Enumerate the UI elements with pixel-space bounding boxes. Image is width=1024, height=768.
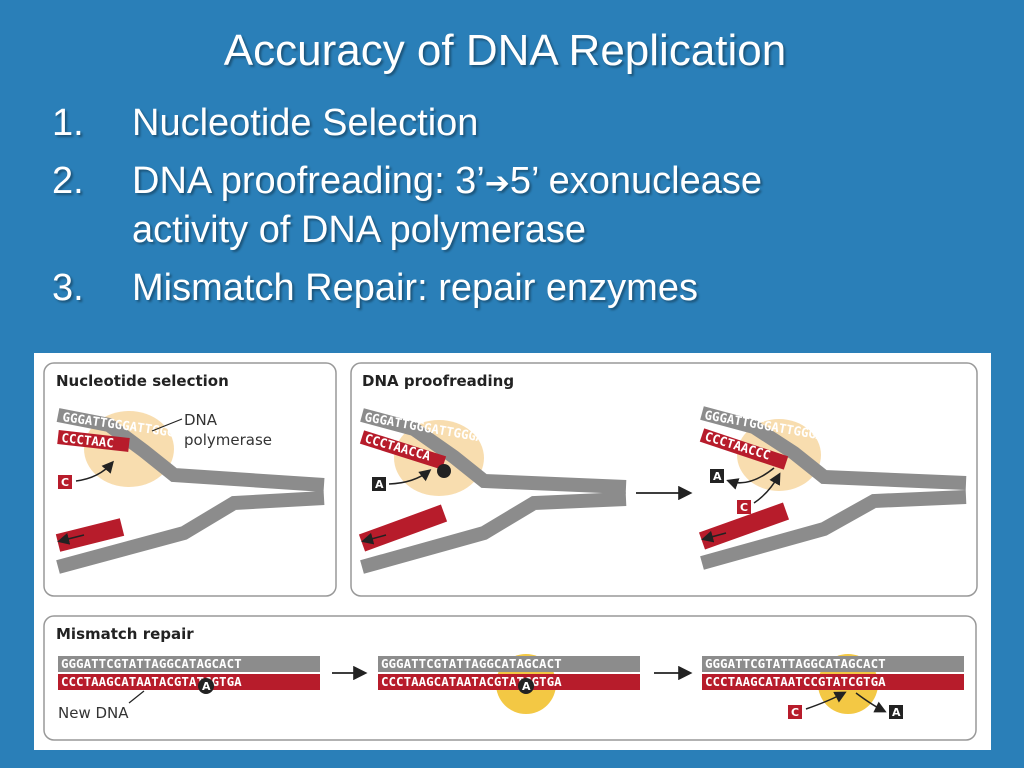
arrow-icon bbox=[753, 472, 781, 504]
arrow-icon bbox=[726, 467, 775, 490]
template-strand-lower bbox=[56, 491, 325, 574]
bullet-text-continuation: activity of DNA polymerase bbox=[132, 209, 587, 251]
bullet-text: Mismatch Repair: repair enzymes bbox=[132, 267, 698, 309]
bullet-text: Nucleotide Selection bbox=[132, 102, 479, 144]
label-dna: DNA bbox=[184, 411, 218, 429]
strand-sequence: CCCTAAC bbox=[61, 430, 115, 450]
new-strand bbox=[378, 674, 640, 690]
right-arrow-icon: ➔ bbox=[484, 166, 510, 201]
nucleotide-a bbox=[710, 469, 724, 483]
bullet-number: 3. bbox=[52, 267, 84, 309]
new-strand bbox=[57, 430, 130, 452]
label-polymerase: polymerase bbox=[184, 431, 272, 449]
template-strand bbox=[378, 656, 640, 672]
arrow-icon bbox=[75, 460, 114, 482]
template-strand bbox=[56, 408, 325, 492]
dna-figure: Nucleotide selection GGGATTGGGATTGGGATTG… bbox=[34, 353, 991, 750]
nucleotide-a bbox=[889, 705, 903, 719]
panel-title: Mismatch repair bbox=[56, 625, 194, 643]
new-strand bbox=[58, 674, 320, 690]
nucleotide-c bbox=[58, 475, 72, 489]
new-strand bbox=[359, 430, 447, 470]
arrow-icon bbox=[388, 469, 432, 485]
label-leader-line bbox=[151, 418, 183, 432]
base-label: A bbox=[202, 680, 211, 693]
mismatch-base-icon bbox=[518, 678, 534, 694]
base-label: C bbox=[740, 501, 748, 514]
bullet-number: 2. bbox=[52, 160, 84, 202]
base-label: A bbox=[713, 470, 722, 483]
arrow-icon bbox=[855, 692, 887, 713]
arrow-icon bbox=[805, 691, 847, 710]
base-label: A bbox=[375, 478, 384, 491]
strand-sequence: GGGATTCGTATTAGGCATAGCACT bbox=[61, 656, 242, 671]
template-strand bbox=[58, 656, 320, 672]
nucleotide-a bbox=[372, 477, 386, 491]
template-strand bbox=[702, 656, 964, 672]
bullet-item: 1. Nucleotide Selection bbox=[52, 100, 972, 146]
arrow-icon bbox=[361, 532, 387, 545]
mismatch-base-icon bbox=[437, 464, 451, 478]
slide-title: Accuracy of DNA Replication bbox=[223, 26, 787, 75]
base-label: A bbox=[892, 706, 901, 719]
bullet-item: 2. DNA proofreading: 3’➔5’ exonuclease ac… bbox=[52, 158, 972, 253]
strand-sequence: GGGATTCGTATTAGGCATAGCACT bbox=[705, 656, 886, 671]
bullet-number: 1. bbox=[52, 102, 84, 144]
mismatch-base-icon bbox=[198, 678, 214, 694]
strand-sequence: GGGATTCGTATTAGGCATAGCACT bbox=[381, 656, 562, 671]
dna-figure-svg: Nucleotide selection GGGATTGGGATTGGGATTG… bbox=[43, 362, 978, 741]
base-label: A bbox=[522, 680, 531, 693]
template-strand bbox=[700, 406, 967, 490]
template-strand-lower bbox=[360, 492, 627, 574]
strand-sequence: CCCTAAGCATAATACGTATCGTGA bbox=[61, 674, 242, 689]
panel-title: DNA proofreading bbox=[362, 372, 514, 390]
bullet-text-part: 5’ exonuclease bbox=[509, 160, 763, 202]
base-label: C bbox=[791, 706, 799, 719]
template-strand-lower bbox=[700, 490, 967, 570]
new-strand bbox=[699, 428, 789, 470]
strand-sequence: CCCTAAGCATAATCCGTATCGTGA bbox=[705, 674, 886, 689]
arrow-icon bbox=[57, 532, 85, 545]
arrow-icon bbox=[701, 530, 727, 543]
new-strand bbox=[702, 674, 964, 690]
bullet-list: 1. Nucleotide Selection 2. DNA proofread… bbox=[52, 100, 972, 323]
nucleotide-c bbox=[737, 500, 751, 514]
panel-dna-proofreading bbox=[350, 362, 978, 597]
base-label: C bbox=[61, 476, 69, 489]
bullet-item: 3. Mismatch Repair: repair enzymes bbox=[52, 265, 972, 311]
label-new-dna: New DNA bbox=[58, 704, 129, 722]
nucleotide-c bbox=[788, 705, 802, 719]
template-strand bbox=[360, 408, 627, 494]
strand-sequence: CCCTAAGCATAATACGTATCGTGA bbox=[381, 674, 562, 689]
label-leader-line bbox=[128, 690, 145, 704]
panel-title: Nucleotide selection bbox=[56, 372, 229, 390]
bullet-text-part: DNA proofreading: 3’ bbox=[132, 160, 485, 202]
bullet-text: DNA proofreading: 3’➔5’ exonuclease activ… bbox=[132, 158, 972, 253]
